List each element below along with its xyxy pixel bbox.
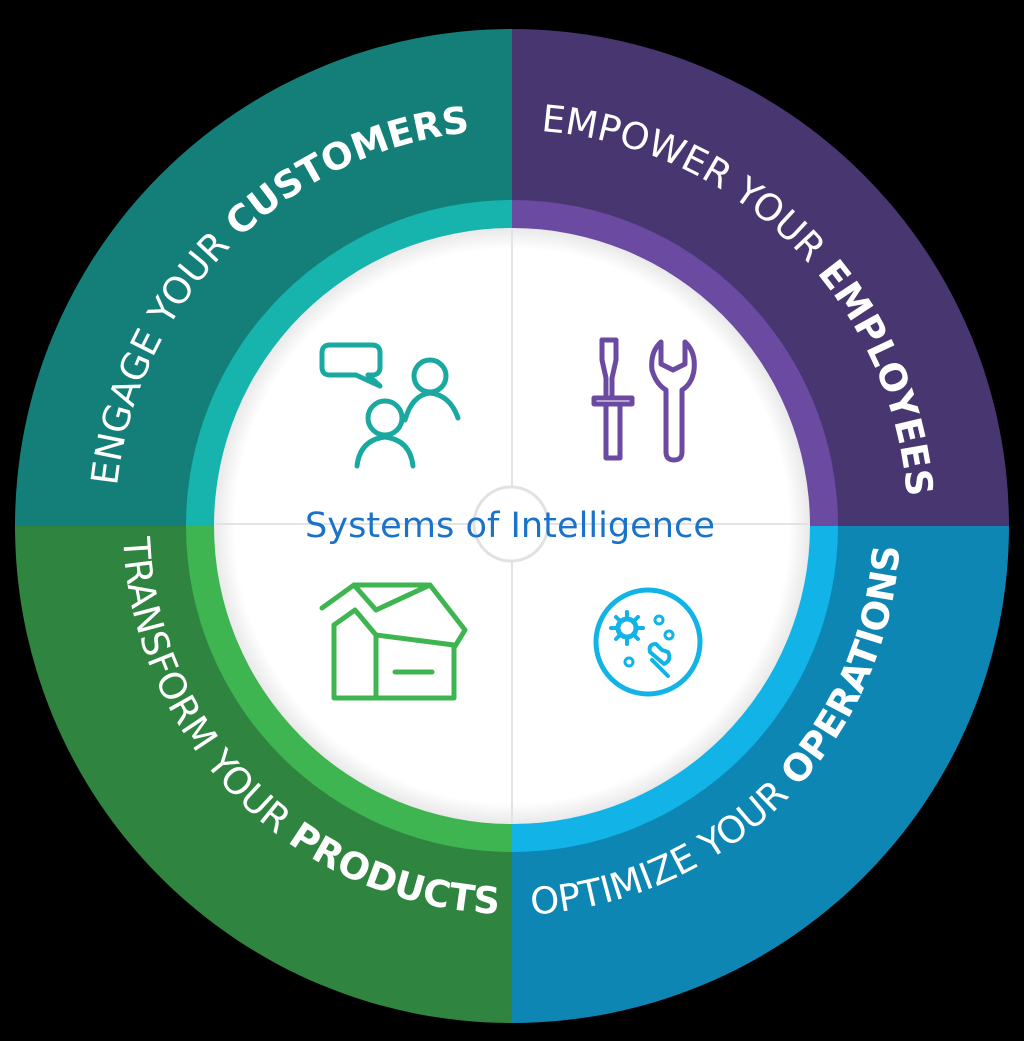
people-chat-icon [319, 342, 461, 469]
box-icon [319, 582, 468, 701]
center-hub [472, 485, 550, 563]
tools-icon [591, 337, 697, 463]
center-title: Systems of Intelligence [305, 506, 715, 546]
gears-wrench-icon [593, 587, 703, 697]
